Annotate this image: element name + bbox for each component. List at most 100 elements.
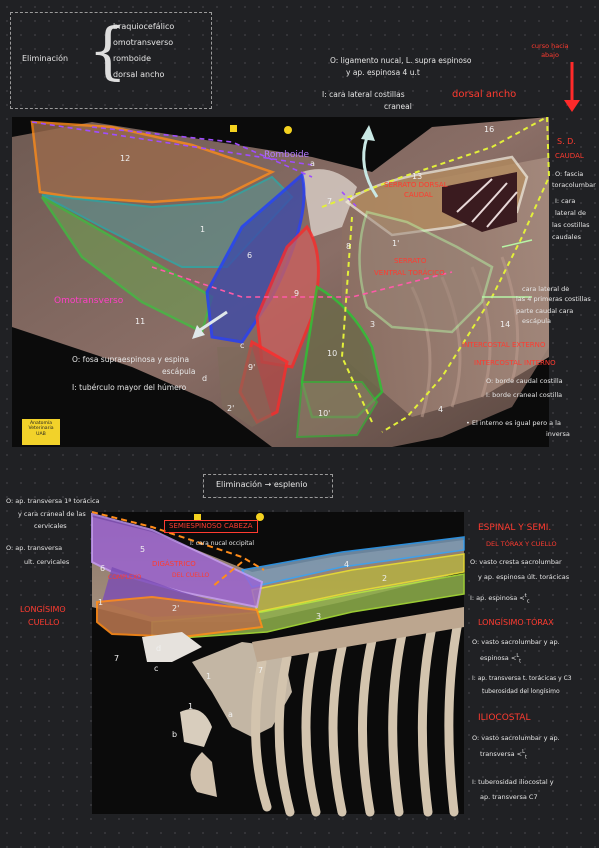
sd-origin-2: toracolumbar [552,181,596,189]
bottom-diagram-svg [91,511,465,817]
bottom-dissection-photo: 5 6 4 2 3 1 2' 7 7 1 1 d c a b SEMIESPIN… [91,511,465,817]
ic-insert-2: ap. transversa C7 [480,793,538,801]
ic-origin-1: O: vasto sacrolumbar y ap. [472,734,560,742]
sd-insert-1: I: cara [555,197,576,205]
longisimo-cuello-2: CUELLO [28,618,60,627]
marker-circle [284,126,292,134]
sd-origin-1: O: fascia [555,170,584,178]
sd-caudal: CAUDAL [555,152,584,160]
omotrans-origin2: escápula [162,367,196,376]
bottom-marker-circle [256,513,264,521]
semi-dash-1 [91,511,265,571]
dorsal-arrow [362,136,379,198]
sd-insert-4: caudales [552,233,581,241]
scapula-cartilage [302,169,357,237]
iliocostal-title: ILIOCOSTAL [478,713,531,723]
ic-origin-sub: t [524,754,527,761]
semi-origin-2: y cara craneal de las [18,510,86,518]
bletter-a: a [228,710,233,719]
muscle-5-6 [91,512,264,609]
lt-origin-sub: t [519,658,522,665]
digastrico-2: DEL CUELLO [172,572,210,579]
romboide-dash [31,121,313,166]
serrato-note-4: escápula [522,317,551,325]
sd-title: S. D. [557,137,576,146]
semi-origin-1: O: ap. transversa 1ª torácica [6,497,100,505]
serrato-note-2: las 4 primeras costillas [516,295,591,303]
num-11: 11 [135,317,146,326]
omotrans-origin: O: fosa supraespinosa y espina [72,355,190,364]
ic-origin-2-text: transversa [480,750,515,759]
muscle-2p-band [96,595,264,639]
espinal-title: ESPINAL Y SEMI. [478,523,552,533]
espinal-insert-sup: t [524,593,527,599]
espinal-insert: I: ap. espinosa <tc [470,593,530,605]
bnum-5: 5 [140,545,146,554]
marker-square [230,125,237,132]
omotrans-arrowhead [192,325,205,339]
dorsal-ancho-dash-2 [340,216,373,423]
logo-line-2: Veterinaria [28,426,54,432]
intercostal-origin: O: borde caudal costilla [486,377,563,385]
dorsal-insert2: craneal [384,102,412,111]
serrato-ventral-outline [358,210,494,334]
middle-label: Eliminación → esplenio [216,480,308,489]
lt-insert-2: tuberosidad del longísimo [482,688,560,695]
intercostal-note-2: inversa [546,430,570,438]
serrato-note-3: parte caudal cara [516,307,574,315]
bottom-marker-square [194,514,201,521]
num-1: 1 [200,225,206,234]
logo-line-1: Anatomía [29,421,53,426]
semi-origin2-1: O: ap. transversa [6,544,63,552]
romboide-label: Romboide [264,150,310,160]
espinal-insert-sub: c [526,598,530,605]
ic-origin-sup: L [522,749,525,755]
dorsal-insert: I: cara lateral costillas [322,90,405,99]
num-7: 7 [327,197,333,206]
semi-dash-2 [211,561,243,588]
intercostal-note-1: • El interno es igual pero a la [466,419,561,427]
num-13: 13 [412,172,423,181]
semi-origin-3: cervicales [34,522,67,530]
down-arrow-icon [562,62,582,116]
num-9p: 9' [248,363,256,372]
serrato-ventral-label-1: SERRATO [394,257,427,265]
complexo-label: COMPLEXO [108,574,142,581]
dorsal-title: dorsal ancho [452,89,517,100]
num-14: 14 [500,320,511,329]
pink-dash [151,266,453,298]
num-12: 12 [120,154,131,163]
elimination-label: Eliminación [22,54,69,63]
espinal-insert-text: I: ap. espinosa [470,594,518,603]
ic-insert-1: I: tuberosidad iliocostal y [472,778,554,786]
romboide-dash-3 [341,191,358,208]
semi-title: SEMIESPINOSO CABEZA [164,520,258,534]
serrato-dorsal-pointer [501,239,533,248]
bnum-1-top: 1 [98,598,104,607]
num-2p: 2' [227,404,235,413]
num-10p: 10' [318,409,331,418]
espinal-sub: DEL TÓRAX Y CUELLO [486,540,557,548]
serrato-dorsal-label-1: SERRATO DORSAL [384,181,448,189]
letter-a: a [310,159,315,168]
num-8: 8 [346,242,352,251]
espinal-origin-1: O: vasto cresta sacrolumbar [470,558,562,566]
espinal-origin-2: y ap. espinosa últ. torácicas [478,573,570,581]
muscle-12-outline [30,120,276,204]
num-16: 16 [484,125,495,134]
cartilage [142,632,202,662]
spine-band [252,607,464,662]
brace-icon: { [88,14,128,87]
logo-line-3: UAB [36,431,46,437]
muscle-2p [217,347,272,427]
lt-origin-sup: L [516,653,520,659]
num-6: 6 [247,251,253,260]
top-dissection-photo: 12 1 6 9 8 1' 7 16 13 3 14 10 10' 9' 2' … [12,115,591,447]
num-3: 3 [370,320,376,329]
serrato-ventral-label-2: VENTRAL TORÁCICO [374,269,445,277]
serrato-note-1: cara lateral de [522,285,570,293]
lt-origin-2: espinosa <Lt [480,653,522,665]
bnum-3: 3 [316,612,322,621]
intercostal-int: INTERCOSTAL INTERNO [474,359,556,367]
ic-origin-2: transversa <Lt [480,749,527,761]
